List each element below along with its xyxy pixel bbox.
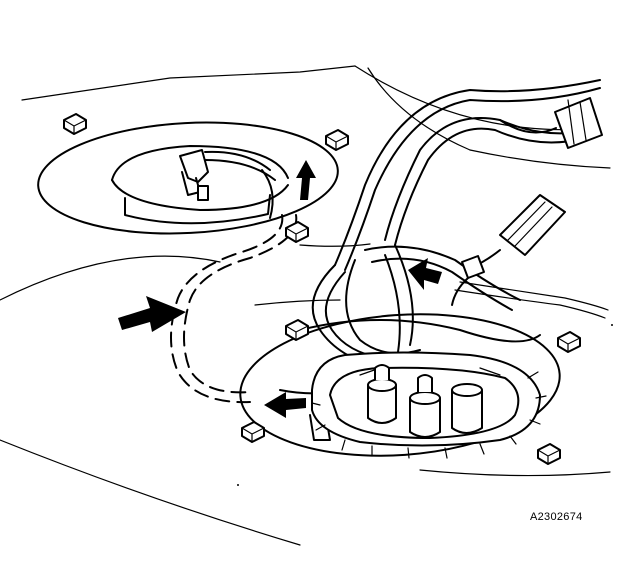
left-arrow-icon [264,392,306,418]
mounting-clip [285,319,309,341]
mounting-clip [63,113,87,135]
figure-reference-code: A2302674 [530,511,583,523]
left-arrow-icon [408,258,442,290]
harness-routing-dashed-path [170,214,298,404]
right-arrow-icon [118,296,186,332]
upper-access-opening [37,121,339,235]
arrows [118,160,442,418]
tank-panel-outline [0,65,611,546]
mounting-clip [285,221,309,243]
mounting-clip [557,331,581,353]
mounting-clips [63,113,581,465]
mounting-clip [241,421,265,443]
stray-marks [237,324,613,486]
up-arrow-icon [296,160,316,200]
harness-connector [469,194,566,269]
pump-cylinder-center [409,374,441,438]
mounting-clip [325,129,349,151]
pump-cylinder-right [451,383,483,434]
upper-right-connector [499,97,603,149]
pump-cylinder-left [367,364,397,424]
harness-clip [451,255,485,306]
mounting-clip [537,443,561,465]
